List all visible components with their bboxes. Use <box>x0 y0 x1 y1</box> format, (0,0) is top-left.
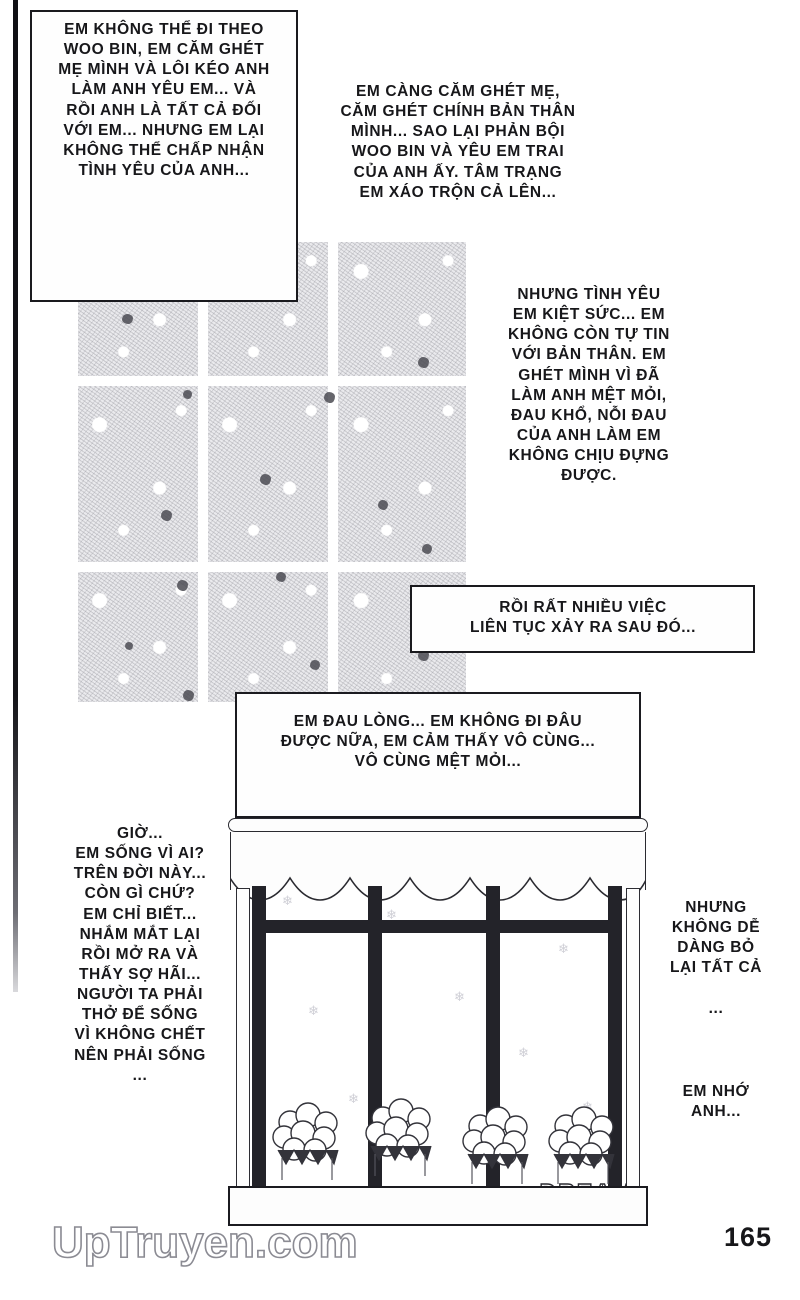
glass-sparkle-icon: ❄ <box>454 989 465 1004</box>
caption-text-2: EM CÀNG CĂM GHÉT MẸ, CĂM GHÉT CHÍNH BẢN … <box>340 83 576 201</box>
glass-sparkle-icon: ❄ <box>558 941 569 956</box>
caption-text-1: EM KHÔNG THỂ ĐI THEO WOO BIN, EM CĂM GHÉ… <box>58 21 270 179</box>
glass-sparkle-icon: ❄ <box>518 1045 529 1060</box>
flower-pot <box>272 1102 339 1180</box>
caption-text-7: NHƯNG KHÔNG DỄ DÀNG BỎ LẠI TẤT CẢ ... <box>669 899 763 1017</box>
flower-pot <box>462 1106 529 1184</box>
glass-sparkle-icon: ❄ <box>582 1099 593 1114</box>
glass-sparkle-icon: ❄ <box>386 907 397 922</box>
glass-sparkle-icon: ❄ <box>348 1091 359 1106</box>
caption-text-6: GIỜ... EM SỐNG VÌ AI? TRÊN ĐỜI NÀY... CÒ… <box>73 825 207 1084</box>
shop-signboard <box>235 692 641 818</box>
window-mullion-vertical-left <box>252 886 266 1186</box>
shop-window-sill <box>228 1186 648 1226</box>
page-number: 165 <box>723 1222 772 1252</box>
caption-box-1 <box>30 10 298 302</box>
caption-text-8: EM NHỚ ANH... <box>682 1083 750 1121</box>
site-watermark: UpTruyen.com <box>51 1217 358 1268</box>
signboard-rail <box>228 818 648 832</box>
flower-pot <box>365 1098 432 1176</box>
caption-text-3: NHƯNG TÌNH YÊU EM KIỆT SỨC... EM KHÔNG C… <box>508 286 670 485</box>
shop-post-left <box>236 888 250 1188</box>
caption-text-5: EM ĐAU LÒNG... EM KHÔNG ĐI ĐÂU ĐƯỢC NỮA,… <box>280 713 596 771</box>
window-mullion-vertical-right <box>608 886 622 1186</box>
flower-pot <box>548 1106 615 1184</box>
storefront-illustration: EM ĐAU LÒNG... EM KHÔNG ĐI ĐÂU ĐƯỢC NỮA,… <box>228 690 648 1226</box>
window-mullion-horizontal-top <box>252 920 622 933</box>
glass-sparkle-icon: ❄ <box>308 1003 319 1018</box>
page-gutter-line <box>13 0 18 992</box>
caption-text-4: RỒI RẤT NHIỀU VIỆC LIÊN TỤC XẢY RA SAU Đ… <box>470 599 696 637</box>
caption-box-4 <box>410 585 755 653</box>
glass-sparkle-icon: ❄ <box>282 893 293 908</box>
shop-post-right <box>626 888 640 1188</box>
awning-scallop-edge <box>230 876 646 901</box>
